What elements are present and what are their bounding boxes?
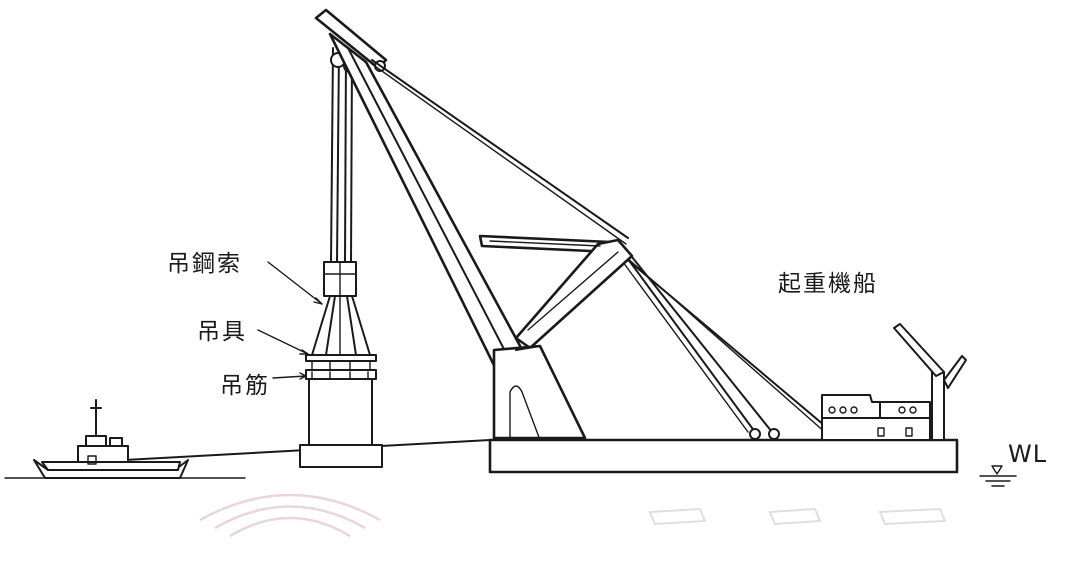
hoist-wires — [330, 47, 357, 263]
tug-boat — [33, 399, 189, 479]
rigging-label: 吊具 — [197, 319, 247, 345]
lifting-bar-label: 吊筋 — [220, 373, 270, 399]
a-frame — [478, 234, 634, 350]
barge-hull — [488, 438, 959, 474]
deck-house — [749, 394, 931, 441]
water-line-marker — [979, 465, 1017, 487]
stern-mast — [893, 323, 967, 441]
rigging-assembly — [305, 261, 377, 371]
water-line-label: WL — [1008, 440, 1048, 468]
backstay-wires — [371, 59, 857, 457]
label-leaders — [257, 261, 323, 380]
hoist-wire-label: 吊鋼索 — [167, 251, 242, 277]
caisson — [299, 369, 383, 468]
watermark — [199, 493, 947, 538]
crane-barge-label: 起重機船 — [778, 271, 878, 297]
boom-foot — [492, 344, 587, 441]
